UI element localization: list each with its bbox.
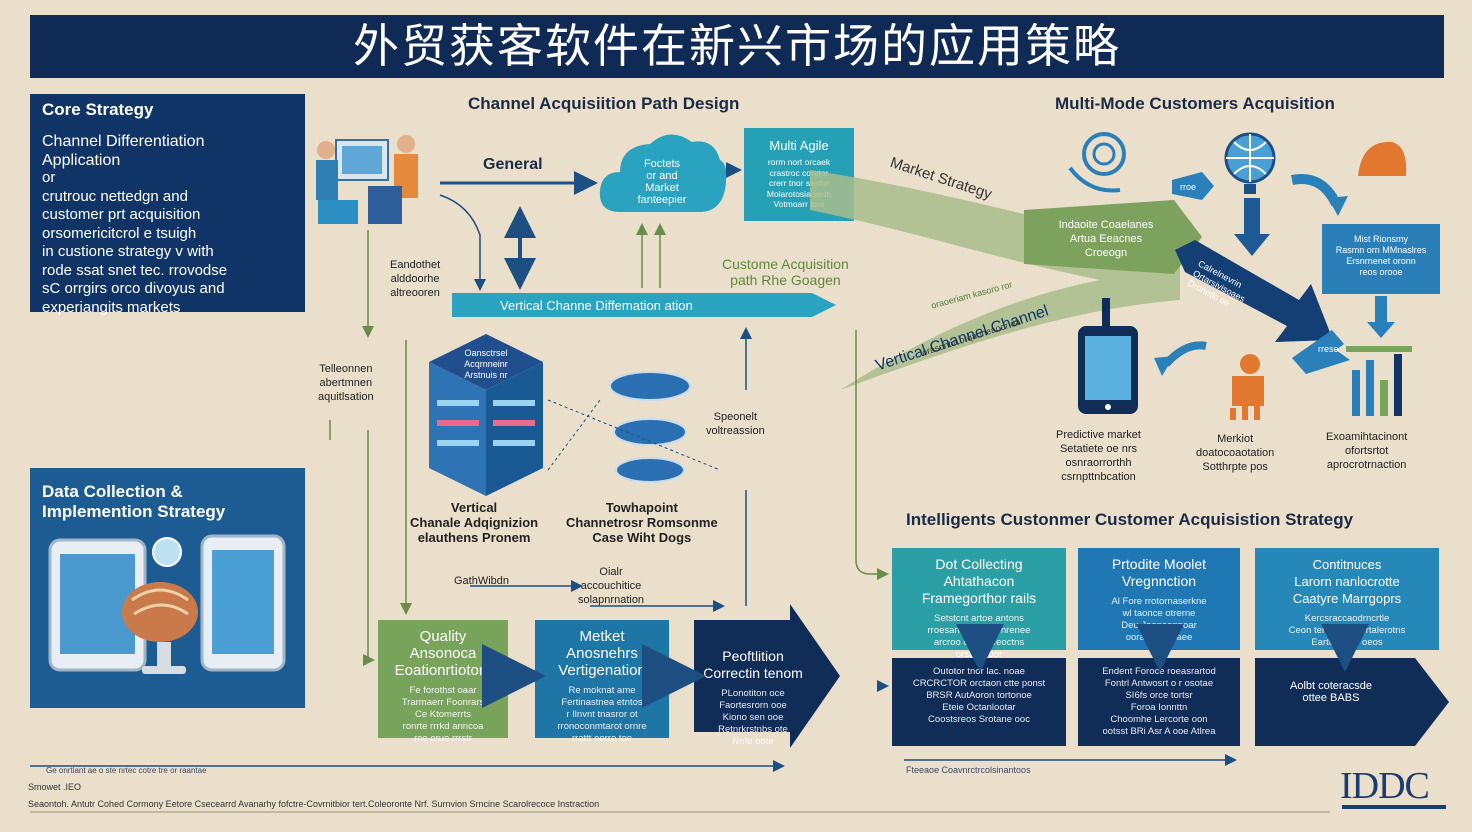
source-b: Seaontoh. Antutr Cohed Cormony Eetore Cs… [28, 799, 600, 809]
general-label: General [483, 156, 543, 173]
core-strategy-line: experiangits markets [42, 298, 181, 316]
multi-mode-heading: Multi-Mode Customers Acquisition [1055, 94, 1335, 113]
data-collection-heading-1: Data Collection & [42, 482, 183, 501]
core-strategy-subheading: Channel Differentiation Application [42, 133, 205, 169]
intelligent-top-body: Kercsraccaodrncrtle Ceon terroon oreerta… [1288, 613, 1406, 648]
core-strategy-line: rode ssat snet tec. rrovodse [42, 261, 228, 279]
core-strategy-heading: Core Strategy [42, 100, 154, 119]
intelligent-top-box-1: Dot Collecting Ahtathacon Framegorthor r… [892, 548, 1066, 660]
intelligent-top-body: Al Fore rrotornaserkne wl taonce otrerne… [1111, 596, 1207, 643]
flow-box-title: Peoftlition Correctin tenom [703, 648, 803, 681]
mist-right-box: Mist Rionsmy Rasmn orn MMnaslres Ersnrne… [1322, 224, 1440, 294]
small-badge-arrow [1172, 172, 1214, 200]
idc-logo-underline [1342, 805, 1446, 809]
data-collection-panel: Data Collection & Implemention Strategy [30, 468, 305, 708]
channel-heading: Channel Acquisiition Path Design [468, 94, 740, 113]
bar-chart-icon [1346, 346, 1412, 416]
intelligent-top-title: Prtodite Moolet Vregnnction [1111, 556, 1207, 589]
intelligent-top-title: Dot Collecting Ahtathacon Framegorthor r… [921, 556, 1037, 606]
market-label: Merkiot doatocoaotation Sotthrpte pos [1196, 433, 1275, 473]
telecom-label: Telleonnen abertmnen aquitlsation [318, 363, 374, 403]
vertical-channel-bar-label: Vertical Channe Diffemation ation [500, 298, 693, 313]
intelligent-bottom-body-3: Aolbt coteracsde ottee BABS [1290, 680, 1372, 704]
intelligent-top-title: Contitnuces Larorn nanlocrotte Caatyre M… [1292, 557, 1402, 606]
predictive-label: Predictive market Setatiete oe nrs osnra… [1056, 429, 1141, 483]
vertical-channel-arrow [452, 293, 836, 317]
core-strategy-line: sC orrgirs orco divoyus and [42, 280, 225, 297]
target-hand-icon [1068, 132, 1126, 193]
timeline-right-label: Fteeaoe Coavnrctrcolsinantoos [906, 765, 1031, 775]
data-collection-heading-2: Implemention Strategy [42, 502, 226, 521]
intelligent-bottom-box-2: Endent Foroce roeasrartod Fontrl Antwosr… [1078, 658, 1240, 746]
intelligent-bottom-body: Outotor tnor lac. noae CRCRCTOR orctaon … [912, 666, 1046, 725]
cloud-text: Foctets or and Market fanteepier [637, 158, 687, 206]
intelligent-bottom-arrow [1255, 658, 1449, 746]
left-side-label: Eandothet alddoorhe altreooren [390, 259, 441, 299]
source-a: Smowet .IEO [28, 782, 82, 792]
flow-box-body: Re moknat ame Fertinastnea etntos r Ilnv… [557, 685, 647, 744]
core-strategy-line: or [42, 169, 56, 186]
examinal-label: Exoamihtacinont ofortsrtot aprocrotrnact… [1326, 431, 1408, 471]
page-title: 外贸获客软件在新兴市场的应用策略 [30, 15, 1444, 78]
green-arrow-text: Indaoite Coaelanes Artua Eeacnes Croeogn [1058, 219, 1154, 259]
green-arrow-box [1024, 200, 1202, 274]
disc-stack-illustration [609, 371, 691, 483]
accouchitice-label: Oialr accouchitice solapnrnation [578, 566, 645, 606]
touchpoint-label: Towhapoint Channetrosr Romsonme Case Wih… [566, 500, 718, 545]
flow-box-title: Quality Ansonoca Eoationrtiotom [394, 628, 492, 679]
gathering-label: GathWibdn [454, 575, 510, 587]
flow-box-quality: Quality Ansonoca Eoationrtiotom Fe forot… [378, 620, 508, 744]
flow-box-profit: Peoftlition Correctin tenom PLonotiton o… [694, 640, 812, 747]
cube-label: Oansctrsel Acqrnneinr Arstnuis nr [464, 348, 508, 380]
core-strategy-line: orsomericitcrol e tsuigh [42, 224, 197, 242]
flow-box-title: Metket Anosnehrs Vertigenation [558, 628, 646, 679]
lower-badge-arrow [1292, 330, 1350, 374]
core-strategy-line: customer prt acquisition [42, 206, 201, 223]
tablets-illustration [48, 534, 286, 674]
person-analytics-icon [1230, 354, 1264, 420]
badge-a-text: rroe [1180, 182, 1197, 192]
multi-agile-title: Multi Agile [769, 138, 829, 153]
green-funnel-band [810, 170, 1180, 390]
customer-acquisition-path-label: Custome Acquisition path Rhe Goagen [722, 256, 849, 288]
server-cube-illustration [429, 334, 543, 496]
flow-box-profit-arrow [694, 604, 840, 748]
phone-icon [1078, 298, 1138, 414]
intelligent-heading: Intelligents Custonmer Customer Acquisis… [906, 510, 1354, 529]
intelligent-bottom-box-1: Outotor tnor lac. noae CRCRCTOR orctaon … [892, 658, 1066, 746]
vertical-adq-label: Vertical Chanale Adqignizion elauthens P… [410, 500, 539, 545]
special-label: Speonelt voltreassion [706, 411, 765, 437]
intelligent-top-box-2: Prtodite Moolet Vregnnction Al Fore rrot… [1078, 548, 1240, 650]
idc-logo: IDDC [1340, 765, 1430, 807]
left-curve-arrow [1154, 341, 1207, 376]
down-arrow-icon [1234, 198, 1270, 256]
globe-icon [1224, 132, 1276, 194]
cloud-node: Foctets or and Market fanteepier [598, 128, 726, 223]
intelligent-top-body: Setstcnt artoe antons rroesarrsrenbtroen… [927, 613, 1031, 660]
navy-diagonal-arrow [1175, 240, 1333, 342]
flow-box-body: PLonotiton oce Faortesrorn ooe Kiono sen… [718, 688, 788, 747]
intelligent-bottom-body: Endent Foroce roeasrartod Fontrl Antwosr… [1102, 666, 1216, 737]
team-illustration [316, 135, 418, 224]
flow-box-body: Fe forothst oaar Trarmaerr Foonrars Ce K… [401, 685, 485, 744]
flow-box-market: Metket Anosnehrs Vertigenation Re moknat… [535, 620, 669, 744]
core-strategy-line: in custione strategy v with [42, 243, 214, 260]
right-down-arrow [1367, 296, 1395, 338]
curve-arrow-icon [1291, 174, 1348, 216]
core-strategy-line: crutrouc nettedgn and [42, 187, 188, 205]
timeline-left-label: Ge onrtiant ae o ste nrtec cotre tre or … [46, 766, 207, 775]
mist-right-text: Mist Rionsmy Rasmn orn MMnaslres Ersnrne… [1335, 234, 1427, 277]
core-strategy-panel: Core Strategy Channel Differentiation Ap… [30, 94, 305, 316]
badge-b-text: rrese [1318, 344, 1339, 354]
intelligent-top-box-3: Contitnuces Larorn nanlocrotte Caatyre M… [1255, 548, 1439, 650]
orange-cap-icon [1358, 141, 1407, 176]
